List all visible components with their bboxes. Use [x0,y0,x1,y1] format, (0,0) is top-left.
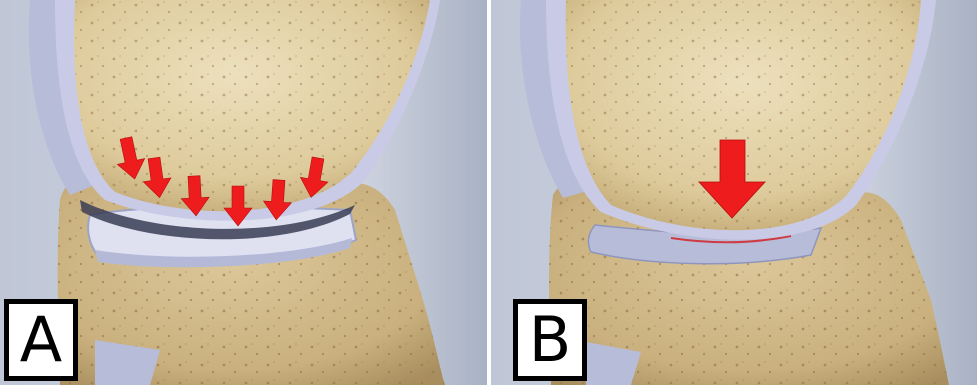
panel-label-b: B [513,299,587,381]
panel-b: B [491,0,977,385]
panel-a: A [0,0,487,385]
panel-label-a: A [4,299,78,381]
